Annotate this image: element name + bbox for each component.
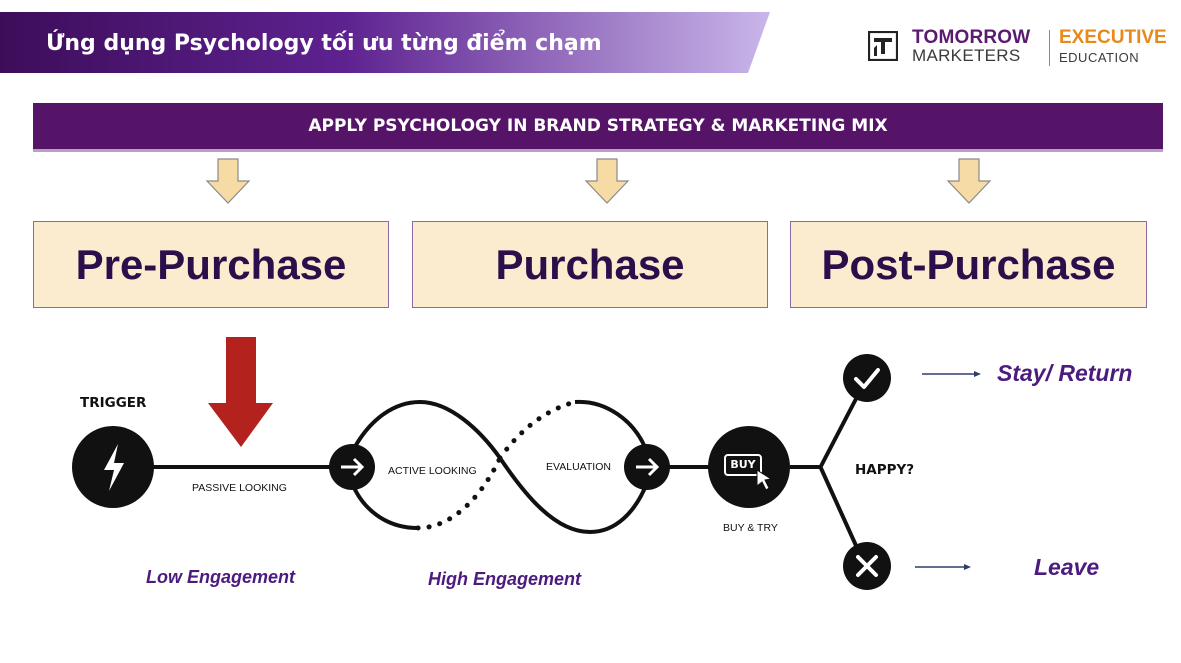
loop-dotted-upper [497,399,578,461]
down-arrow-3 [946,158,992,204]
arrow-right-icon [624,444,670,490]
buy-icon-label: BUY [730,458,756,471]
buy-hand-icon [708,426,790,508]
red-down-arrow [208,337,273,447]
cross-icon [843,542,891,590]
label-stay-return: Stay/ Return [997,360,1133,386]
label-leave: Leave [1034,554,1100,580]
check-icon [843,354,891,402]
title-banner [0,12,770,73]
label-high-engagement: High Engagement [428,569,582,589]
fork-down [818,465,860,551]
arrow-to-leave [915,564,971,570]
label-evaluation: EVALUATION [546,461,611,473]
label-buy-try: BUY & TRY [723,522,778,534]
fork-up [818,394,860,469]
down-arrow-1 [205,158,251,204]
page-title: Ứng dụng Psychology tối ưu từng điểm chạ… [46,31,602,56]
arrow-to-stay [922,371,981,377]
strategy-bar: APPLY PSYCHOLOGY IN BRAND STRATEGY & MAR… [33,103,1163,152]
loop-dotted-lower [415,455,503,531]
stage-purchase: Purchase [412,221,768,308]
lightning-icon [72,426,154,508]
loop-solid-left [350,482,419,530]
logo-text-education: EDUCATION [1059,50,1140,65]
label-active-looking: ACTIVE LOOKING [388,465,477,477]
logo-text-tomorrow: TOMORROW [912,27,1031,48]
logo-text-marketers: MARKETERS [912,46,1021,65]
label-passive-looking: PASSIVE LOOKING [192,482,287,494]
stage-post-purchase: Post-Purchase [790,221,1147,308]
stage-pre-purchase: Pre-Purchase [33,221,389,308]
logo-divider [1049,30,1050,66]
label-trigger: TRIGGER [80,395,147,411]
label-happy: HAPPY? [855,462,915,478]
tomorrow-marketers-logo-icon [868,31,898,61]
logo-text-executive: EXECUTIVE [1059,27,1167,48]
loop-solid-right [574,399,649,453]
label-low-engagement: Low Engagement [146,567,296,587]
down-arrow-2 [584,158,630,204]
arrow-right-icon [329,444,375,490]
